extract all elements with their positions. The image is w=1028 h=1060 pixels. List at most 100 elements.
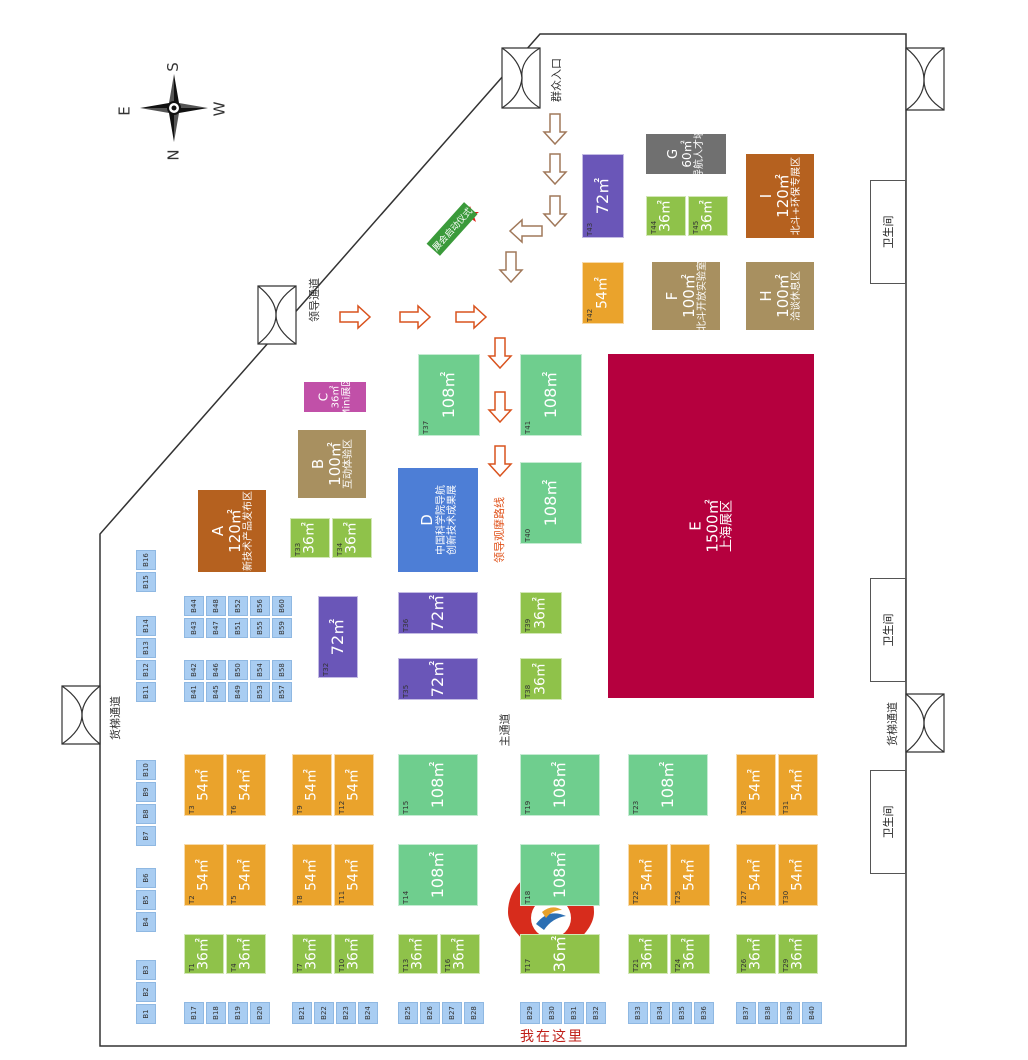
small-booth-b28[interactable]: B28 [464, 1002, 484, 1024]
small-booth-b42[interactable]: B42 [184, 660, 204, 680]
restroom-2[interactable]: 卫生间 [870, 578, 906, 682]
small-booth-b12[interactable]: B12 [136, 660, 156, 680]
small-booth-b11[interactable]: B11 [136, 682, 156, 702]
small-booth-b53[interactable]: B53 [250, 682, 270, 702]
small-booth-b30[interactable]: B30 [542, 1002, 562, 1024]
small-booth-b2[interactable]: B2 [136, 982, 156, 1002]
small-booth-b24[interactable]: B24 [358, 1002, 378, 1024]
small-booth-b14[interactable]: B14 [136, 616, 156, 636]
small-booth-b31[interactable]: B31 [564, 1002, 584, 1024]
small-booth-b59[interactable]: B59 [272, 618, 292, 638]
small-booth-b10[interactable]: B10 [136, 760, 156, 780]
small-booth-b58[interactable]: B58 [272, 660, 292, 680]
small-booth-b44[interactable]: B44 [184, 596, 204, 616]
small-booth-b15[interactable]: B15 [136, 572, 156, 592]
small-booth-b16[interactable]: B16 [136, 550, 156, 570]
small-booth-b8[interactable]: B8 [136, 804, 156, 824]
small-booth-b51[interactable]: B51 [228, 618, 248, 638]
small-booth-b50[interactable]: B50 [228, 660, 248, 680]
small-booth-b43[interactable]: B43 [184, 618, 204, 638]
small-booth-b20[interactable]: B20 [250, 1002, 270, 1024]
small-booth-b46[interactable]: B46 [206, 660, 226, 680]
small-booth-b6[interactable]: B6 [136, 868, 156, 888]
small-booth-b33[interactable]: B33 [628, 1002, 648, 1024]
small-booth-b60[interactable]: B60 [272, 596, 292, 616]
restroom-1[interactable]: 卫生间 [870, 180, 906, 284]
small-booth-b13[interactable]: B13 [136, 638, 156, 658]
small-booth-b1[interactable]: B1 [136, 1004, 156, 1024]
small-booth-b52[interactable]: B52 [228, 596, 248, 616]
small-booth-b18[interactable]: B18 [206, 1002, 226, 1024]
small-booth-b57[interactable]: B57 [272, 682, 292, 702]
small-booth-b32[interactable]: B32 [586, 1002, 606, 1024]
small-booth-b48[interactable]: B48 [206, 596, 226, 616]
small-booth-b29[interactable]: B29 [520, 1002, 540, 1024]
small-booth-b5[interactable]: B5 [136, 890, 156, 910]
small-booth-b25[interactable]: B25 [398, 1002, 418, 1024]
small-booth-b27[interactable]: B27 [442, 1002, 462, 1024]
small-booth-b40[interactable]: B40 [802, 1002, 822, 1024]
small-booth-b9[interactable]: B9 [136, 782, 156, 802]
small-booth-b54[interactable]: B54 [250, 660, 270, 680]
small-booth-b38[interactable]: B38 [758, 1002, 778, 1024]
small-booth-b19[interactable]: B19 [228, 1002, 248, 1024]
small-booth-b45[interactable]: B45 [206, 682, 226, 702]
small-booth-b37[interactable]: B37 [736, 1002, 756, 1024]
small-booth-b21[interactable]: B21 [292, 1002, 312, 1024]
small-booth-b3[interactable]: B3 [136, 960, 156, 980]
small-booth-b7[interactable]: B7 [136, 826, 156, 846]
small-booth-b47[interactable]: B47 [206, 618, 226, 638]
small-booth-b34[interactable]: B34 [650, 1002, 670, 1024]
small-booth-b35[interactable]: B35 [672, 1002, 692, 1024]
small-booth-b17[interactable]: B17 [184, 1002, 204, 1024]
small-booth-b36[interactable]: B36 [694, 1002, 714, 1024]
small-booth-b41[interactable]: B41 [184, 682, 204, 702]
small-booth-b55[interactable]: B55 [250, 618, 270, 638]
small-booth-b23[interactable]: B23 [336, 1002, 356, 1024]
small-booth-b49[interactable]: B49 [228, 682, 248, 702]
